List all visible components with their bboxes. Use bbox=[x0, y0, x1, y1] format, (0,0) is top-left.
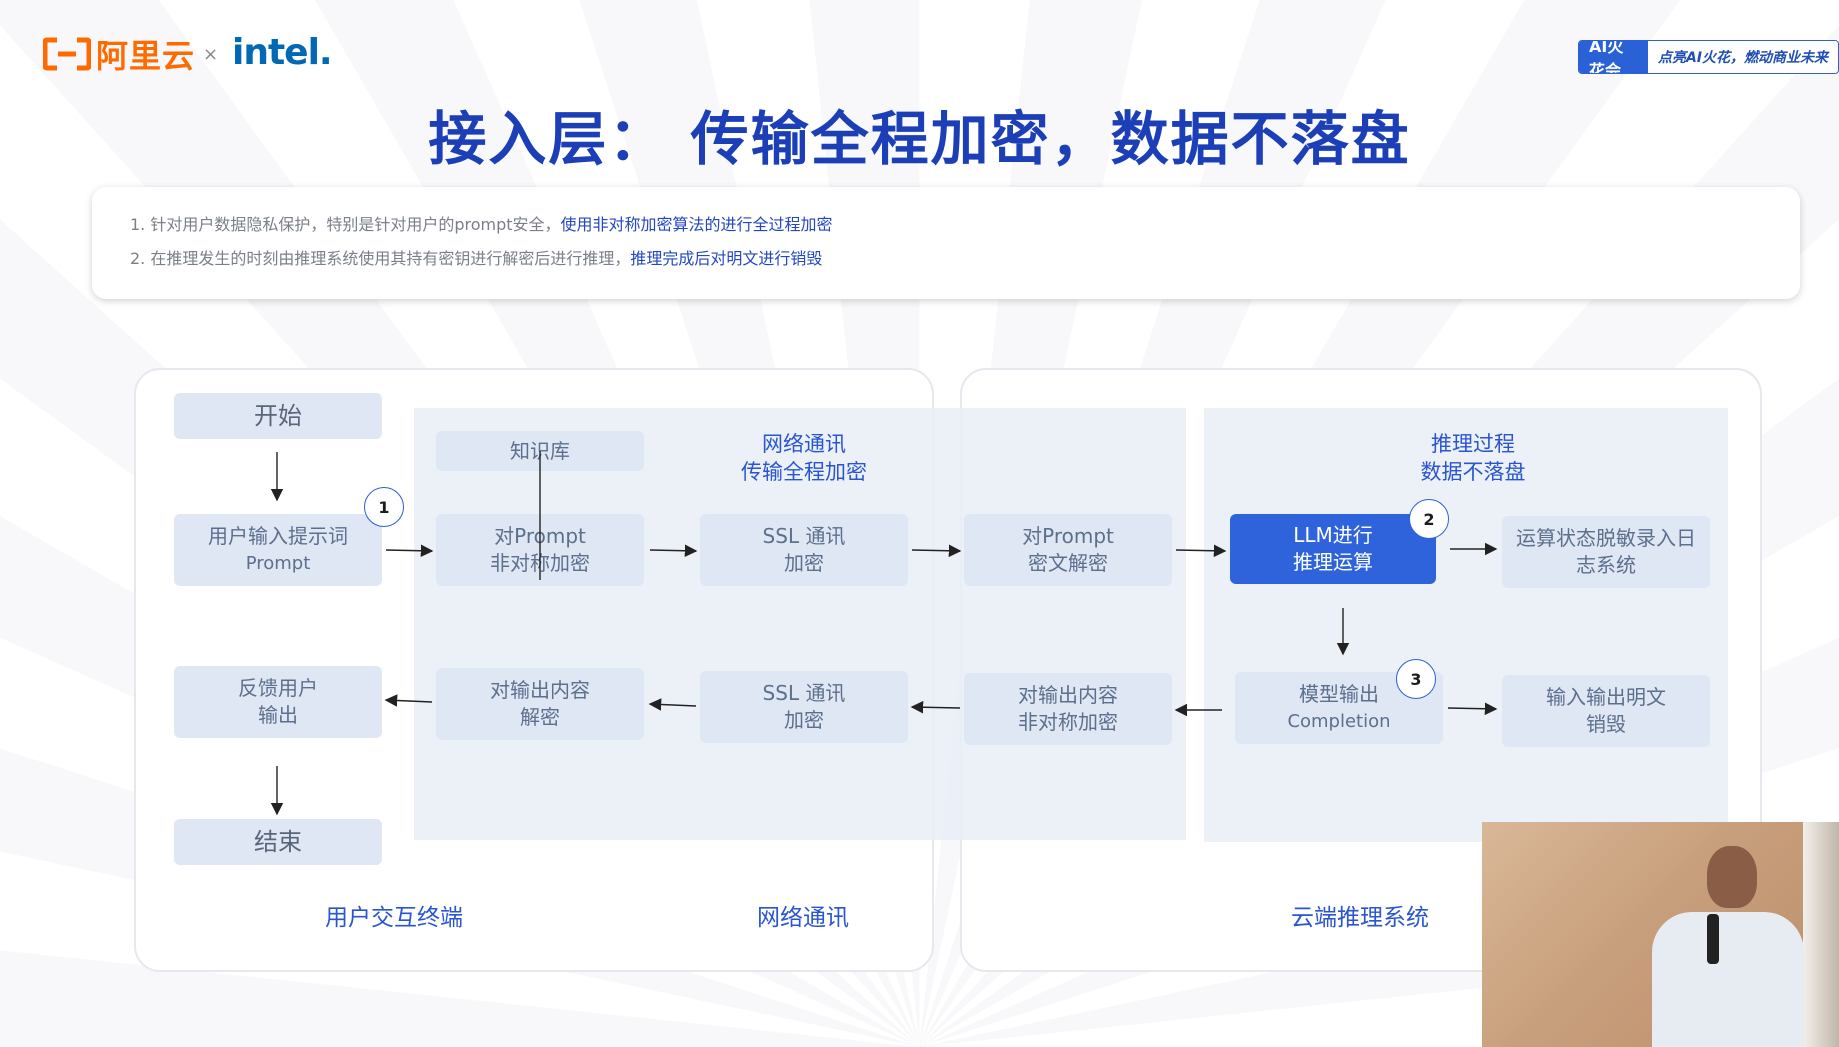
arrow-output-to-destroy bbox=[1447, 702, 1498, 716]
description-panel: 1. 针对用户数据隐私保护，特别是针对用户的prompt安全，使用非对称加密算法… bbox=[92, 187, 1800, 299]
ssl-top-node: SSL 通讯 加密 bbox=[700, 514, 908, 586]
destroy-line-2: 销毁 bbox=[1586, 712, 1626, 736]
description-line-1-text: 1. 针对用户数据隐私保护，特别是针对用户的prompt安全， bbox=[130, 215, 561, 234]
event-badge: AI火花会 点亮AI火花，燃动商业未来 bbox=[1578, 40, 1839, 74]
step-number-1: 1 bbox=[364, 487, 404, 527]
event-badge-left: AI火花会 bbox=[1579, 41, 1648, 73]
user-input-node: 用户输入提示词 Prompt bbox=[174, 514, 382, 586]
llm-inference-line-1: LLM进行 bbox=[1293, 523, 1373, 547]
arrow-encrypt-to-ssl bbox=[649, 544, 698, 558]
aliyun-logo: 阿里云 bbox=[42, 34, 196, 75]
network-label: 网络通讯 bbox=[757, 905, 849, 931]
description-line-1: 1. 针对用户数据隐私保护，特别是针对用户的prompt安全，使用非对称加密算法… bbox=[130, 211, 833, 235]
network-zone-label-line-1: 网络通讯 bbox=[762, 432, 846, 456]
network-zone-label-line-2: 传输全程加密 bbox=[741, 460, 867, 484]
end-node-label: 结束 bbox=[254, 827, 302, 856]
wall-edge bbox=[1803, 822, 1839, 1047]
step-number-2: 2 bbox=[1409, 499, 1449, 539]
logo-separator: × bbox=[203, 44, 219, 65]
destroy-line-1: 输入输出明文 bbox=[1546, 685, 1666, 709]
output-decrypt-line-2: 解密 bbox=[520, 705, 560, 729]
inference-zone-label-line-1: 推理过程 bbox=[1431, 432, 1515, 456]
output-encrypt-node: 对输出内容 非对称加密 bbox=[964, 673, 1172, 745]
ssl-top-line-2: 加密 bbox=[784, 551, 824, 575]
log-line-1: 运算状态脱敏录入日 bbox=[1516, 526, 1696, 550]
terminal-label: 用户交互终端 bbox=[325, 905, 463, 931]
feedback-line-2: 输出 bbox=[258, 703, 298, 727]
ssl-bottom-node: SSL 通讯 加密 bbox=[700, 671, 908, 743]
arrow-input-to-encrypt bbox=[385, 544, 434, 558]
output-decrypt-line-1: 对输出内容 bbox=[490, 678, 590, 702]
user-input-line-1: 用户输入提示词 bbox=[208, 524, 348, 548]
description-line-2-text: 2. 在推理发生的时刻由推理系统使用其持有密钥进行解密后进行推理， bbox=[130, 249, 631, 268]
description-line-2: 2. 在推理发生的时刻由推理系统使用其持有密钥进行解密后进行推理，推理完成后对明… bbox=[130, 245, 822, 269]
arrow-encrypt-to-ssl-bottom bbox=[910, 700, 961, 714]
destroy-node: 输入输出明文 销毁 bbox=[1502, 675, 1710, 747]
output-encrypt-line-2: 非对称加密 bbox=[1018, 710, 1118, 734]
ssl-top-line-1: SSL 通讯 bbox=[762, 524, 846, 548]
arrow-ssl-to-decrypt bbox=[911, 544, 962, 558]
intel-logo: intel. bbox=[232, 32, 333, 73]
prompt-decrypt-line-2: 密文解密 bbox=[1028, 551, 1108, 575]
prompt-decrypt-line-1: 对Prompt bbox=[1022, 524, 1114, 548]
speaker-video bbox=[1482, 822, 1839, 1047]
network-zone-label: 网络通讯 传输全程加密 bbox=[714, 430, 894, 486]
speaker-head bbox=[1707, 846, 1757, 908]
event-badge-right: 点亮AI火花，燃动商业未来 bbox=[1647, 41, 1838, 73]
inference-zone bbox=[1204, 408, 1728, 842]
ssl-bottom-line-2: 加密 bbox=[784, 708, 824, 732]
prompt-decrypt-node: 对Prompt 密文解密 bbox=[964, 514, 1172, 586]
ssl-bottom-line-1: SSL 通讯 bbox=[762, 681, 846, 705]
cloud-label: 云端推理系统 bbox=[1291, 905, 1429, 931]
log-node: 运算状态脱敏录入日 志系统 bbox=[1502, 516, 1710, 588]
output-decrypt-node: 对输出内容 解密 bbox=[436, 668, 644, 740]
model-output-line-2: Completion bbox=[1287, 711, 1391, 732]
arrow-decrypt-to-llm bbox=[1175, 544, 1227, 558]
inference-zone-label: 推理过程 数据不落盘 bbox=[1383, 430, 1563, 486]
step-number-3: 3 bbox=[1396, 659, 1436, 699]
llm-inference-line-2: 推理运算 bbox=[1293, 550, 1373, 574]
speaker-body bbox=[1652, 912, 1804, 1047]
user-input-line-2: Prompt bbox=[245, 553, 311, 574]
llm-inference-node: LLM进行 推理运算 bbox=[1230, 514, 1436, 584]
end-node: 结束 bbox=[174, 819, 382, 865]
feedback-line-1: 反馈用户 bbox=[238, 676, 318, 700]
description-line-1-highlight: 使用非对称加密算法的进行全过程加密 bbox=[560, 215, 833, 234]
arrow-ssl-to-decrypt-bottom bbox=[648, 698, 697, 711]
aliyun-logo-text: 阿里云 bbox=[96, 37, 196, 75]
network-zone bbox=[414, 408, 1186, 840]
inference-zone-label-line-2: 数据不落盘 bbox=[1420, 460, 1526, 484]
microphone-icon bbox=[1707, 914, 1719, 964]
arrow-decrypt-to-feedback bbox=[384, 694, 433, 707]
slide-title: 接入层： 传输全程加密，数据不落盘 bbox=[428, 105, 1411, 173]
start-node: 开始 bbox=[174, 393, 382, 439]
log-line-2: 志系统 bbox=[1576, 553, 1636, 577]
description-line-2-highlight: 推理完成后对明文进行销毁 bbox=[630, 249, 823, 268]
model-output-line-1: 模型输出 bbox=[1299, 682, 1379, 706]
aliyun-logo-icon bbox=[42, 36, 92, 72]
feedback-node: 反馈用户 输出 bbox=[174, 666, 382, 738]
output-encrypt-line-1: 对输出内容 bbox=[1018, 683, 1118, 707]
start-node-label: 开始 bbox=[254, 401, 302, 430]
